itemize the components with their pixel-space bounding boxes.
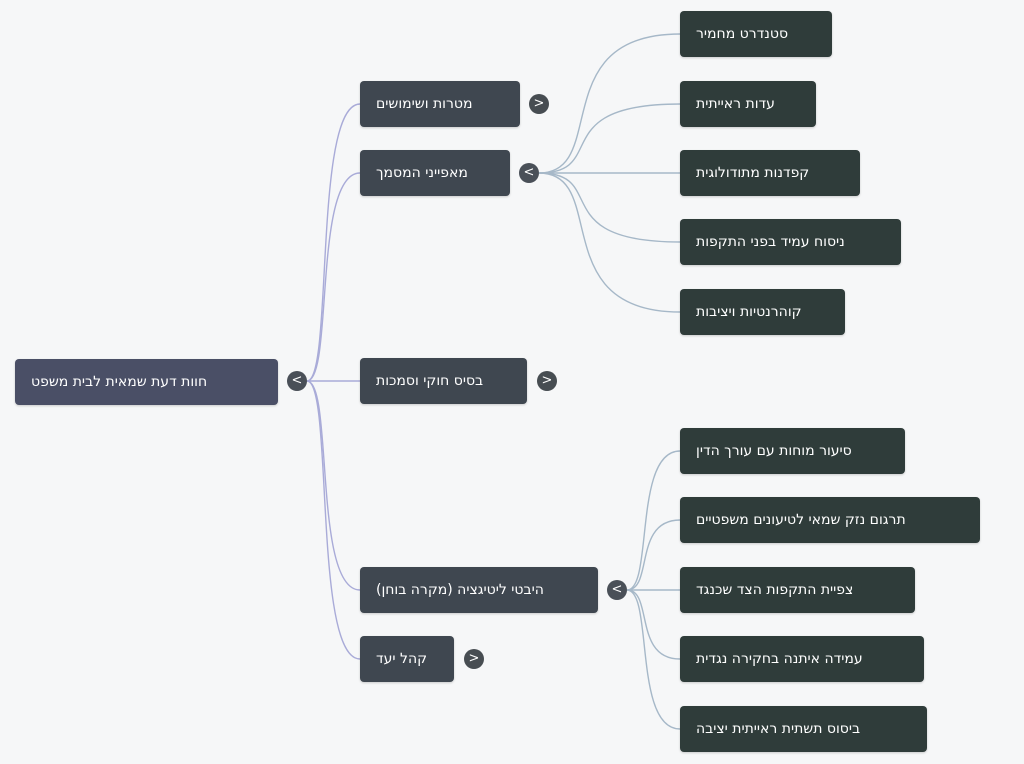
- leaf-node[interactable]: תרגום נזק שמאי לטיעונים משפטיים: [680, 497, 980, 543]
- root-connector-line: [306, 172, 361, 382]
- expand-toggle-target-audience[interactable]: >: [464, 649, 484, 669]
- leaf-node[interactable]: עמידה איתנה בחקירה נגדית: [680, 636, 924, 682]
- litigation-connector-line: [626, 589, 681, 730]
- features-connector-line: [538, 103, 681, 174]
- features-connector-line: [538, 33, 681, 174]
- root-node-label: חוות דעת שמאית לבית משפט: [31, 374, 208, 390]
- leaf-node[interactable]: ניסוח עמיד בפני התקפות: [680, 219, 901, 265]
- expand-toggle-legal-basis[interactable]: >: [537, 371, 557, 391]
- branch-label: היבטי ליטיגציה (מקרה בוחן): [376, 582, 544, 598]
- leaf-node[interactable]: צפיית התקפות הצד שכנגד: [680, 567, 915, 613]
- collapse-toggle-litigation-aspects[interactable]: <: [607, 580, 627, 600]
- leaf-node[interactable]: סיעור מוחות עם עורך הדין: [680, 428, 905, 474]
- leaf-label: סטנדרט מחמיר: [696, 26, 789, 42]
- leaf-label: תרגום נזק שמאי לטיעונים משפטיים: [696, 512, 906, 528]
- branch-label: מטרות ושימושים: [376, 96, 473, 112]
- features-connector-line: [538, 172, 681, 313]
- branch-node-litigation-aspects[interactable]: היבטי ליטיגציה (מקרה בוחן): [360, 567, 598, 613]
- leaf-label: צפיית התקפות הצד שכנגד: [696, 582, 854, 598]
- leaf-label: קוהרנטיות ויציבות: [696, 304, 802, 320]
- root-connector-line: [306, 380, 361, 660]
- branch-node-goals-and-uses[interactable]: מטרות ושימושים: [360, 81, 520, 127]
- litigation-connector-line: [626, 519, 681, 591]
- root-connector-line: [306, 103, 361, 382]
- branch-label: מאפייני המסמך: [376, 165, 468, 181]
- leaf-node[interactable]: סטנדרט מחמיר: [680, 11, 832, 57]
- leaf-label: עמידה איתנה בחקירה נגדית: [696, 651, 863, 667]
- leaf-node[interactable]: קפדנות מתודולוגית: [680, 150, 860, 196]
- root-connector-line: [306, 380, 361, 591]
- leaf-node[interactable]: ביסוס תשתית ראייתית יציבה: [680, 706, 927, 752]
- features-connector-line: [538, 172, 681, 243]
- collapse-toggle-document-features[interactable]: <: [519, 163, 539, 183]
- leaf-label: קפדנות מתודולוגית: [696, 165, 810, 181]
- leaf-node[interactable]: קוהרנטיות ויציבות: [680, 289, 845, 335]
- branch-label: בסיס חוקי וסמכות: [376, 373, 484, 389]
- litigation-connector-line: [626, 589, 681, 660]
- expand-toggle-goals-and-uses[interactable]: >: [529, 94, 549, 114]
- leaf-label: ניסוח עמיד בפני התקפות: [696, 234, 845, 250]
- litigation-connector-line: [626, 450, 681, 591]
- branch-label: קהל יעד: [376, 651, 428, 667]
- leaf-label: עדות ראייתית: [696, 96, 775, 112]
- branch-node-target-audience[interactable]: קהל יעד: [360, 636, 454, 682]
- branch-node-legal-basis[interactable]: בסיס חוקי וסמכות: [360, 358, 527, 404]
- branch-node-document-features[interactable]: מאפייני המסמך: [360, 150, 510, 196]
- leaf-label: סיעור מוחות עם עורך הדין: [696, 443, 852, 459]
- root-node[interactable]: חוות דעת שמאית לבית משפט: [15, 359, 278, 405]
- root-collapse-toggle[interactable]: <: [287, 371, 307, 391]
- leaf-node[interactable]: עדות ראייתית: [680, 81, 816, 127]
- leaf-label: ביסוס תשתית ראייתית יציבה: [696, 721, 861, 737]
